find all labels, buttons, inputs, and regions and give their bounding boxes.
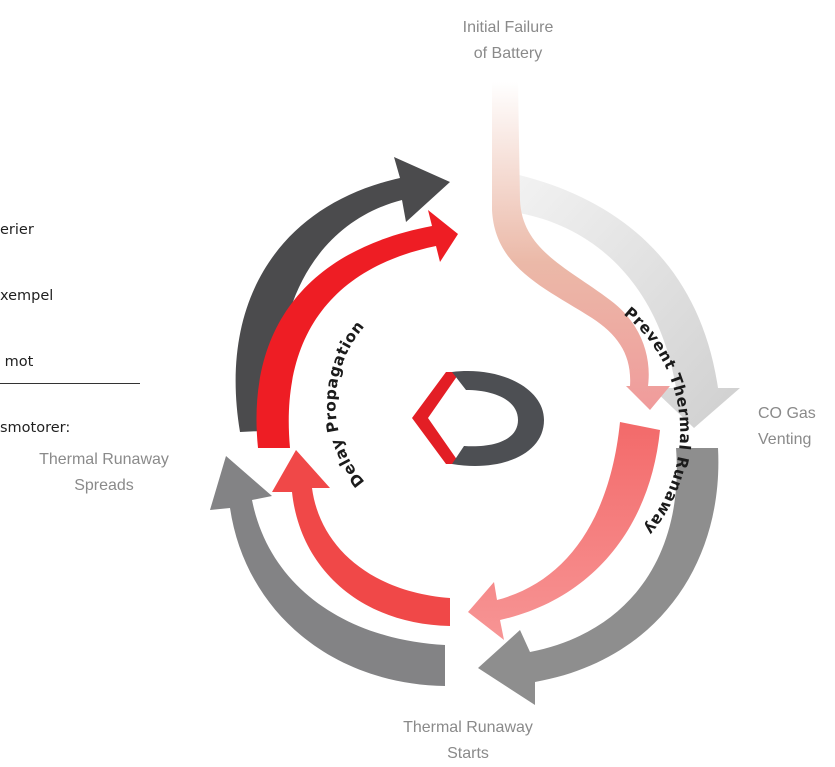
outer-arrow-gray-left bbox=[210, 456, 445, 686]
stage-thermal-runaway-spreads: Thermal Runaway Spreads bbox=[39, 451, 169, 494]
center-logo bbox=[412, 371, 544, 466]
outer-arrow-light bbox=[519, 175, 740, 428]
side-text-line-2: xempel bbox=[0, 288, 54, 304]
stage-co-gas-line1: CO Gas bbox=[758, 405, 816, 422]
logo-red-chevron bbox=[412, 372, 460, 464]
inner-arrow-pink bbox=[468, 422, 660, 640]
side-divider bbox=[0, 383, 140, 384]
initial-failure-arrow bbox=[492, 82, 670, 410]
stage-tr-spreads-line2: Spreads bbox=[74, 477, 134, 494]
side-text-line-4: smotorer: bbox=[0, 420, 71, 436]
stage-thermal-runaway-starts: Thermal Runaway Starts bbox=[403, 719, 533, 762]
stage-tr-spreads-line1: Thermal Runaway bbox=[39, 451, 169, 468]
stage-tr-starts-line1: Thermal Runaway bbox=[403, 719, 533, 736]
inner-arrow-red-upper bbox=[256, 210, 458, 448]
side-text-line-3: mot bbox=[0, 354, 34, 370]
logo-gray-ring bbox=[452, 371, 544, 466]
stage-initial-failure-line2: of Battery bbox=[474, 45, 542, 62]
side-text-line-1: erier bbox=[0, 222, 34, 238]
stage-co-gas-line2: Venting bbox=[758, 431, 811, 448]
inner-arrow-red-lower bbox=[272, 450, 450, 626]
stage-tr-starts-line2: Starts bbox=[447, 745, 489, 762]
outer-arrow-gray-right bbox=[478, 448, 719, 705]
stage-initial-failure: Initial Failure of Battery bbox=[463, 19, 554, 62]
delay-propagation-label: Delay Propagation bbox=[321, 317, 368, 491]
stage-initial-failure-line1: Initial Failure bbox=[463, 19, 554, 36]
stage-co-gas-venting: CO Gas Venting bbox=[758, 405, 816, 448]
partial-side-text: erier xempel mot smotorer: bbox=[0, 175, 70, 461]
